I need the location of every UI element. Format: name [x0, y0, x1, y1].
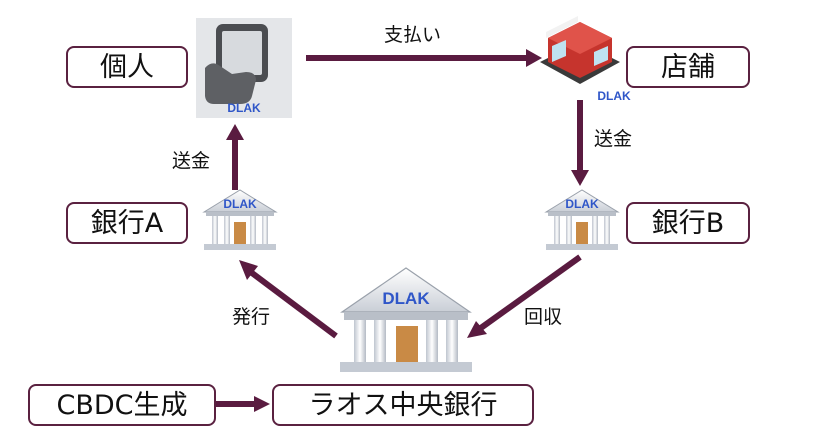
node-cbdc-label: CBDC生成 — [56, 389, 188, 421]
store-currency-label: DLAK — [597, 89, 631, 103]
arrow-cbdc-to-central-bank — [216, 396, 270, 412]
edge-label-remit-individual: 送金 — [172, 150, 211, 172]
node-bank-a-label: 銀行A — [90, 207, 164, 239]
bank-a-icon: DLAK — [202, 189, 278, 250]
bank-b-currency-label: DLAK — [565, 197, 599, 211]
edge-label-collect: 回収 — [524, 306, 563, 328]
node-cbdc: CBDC生成 — [28, 384, 216, 426]
phone-currency-label: DLAK — [227, 101, 261, 115]
bank-a-currency-label: DLAK — [223, 197, 257, 211]
edge-label-payment: 支払い — [384, 24, 442, 46]
node-central-bank: ラオス中央銀行 — [272, 384, 534, 426]
node-individual: 個人 — [66, 46, 188, 88]
node-store-label: 店舗 — [661, 51, 715, 83]
arrow-issue — [239, 260, 338, 339]
arrow-remit-to-bank-b — [571, 100, 589, 186]
edge-label-remit-store: 送金 — [594, 128, 633, 150]
arrow-payment — [306, 49, 542, 67]
edge-label-issue: 発行 — [232, 306, 271, 328]
store-icon: DLAK — [540, 16, 631, 103]
node-bank-a: 銀行A — [66, 202, 188, 244]
arrow-collect — [467, 254, 582, 338]
node-store: 店舗 — [626, 46, 750, 88]
node-bank-b: 銀行B — [626, 202, 750, 244]
smartphone-icon: DLAK — [196, 18, 292, 118]
central-bank-icon: DLAK — [340, 267, 472, 372]
node-central-bank-label: ラオス中央銀行 — [308, 389, 498, 421]
node-individual-label: 個人 — [100, 51, 154, 83]
arrow-remit-to-individual — [226, 124, 244, 190]
node-bank-b-label: 銀行B — [651, 207, 725, 239]
bank-b-icon: DLAK — [544, 189, 620, 250]
central-bank-currency-label: DLAK — [382, 289, 430, 308]
